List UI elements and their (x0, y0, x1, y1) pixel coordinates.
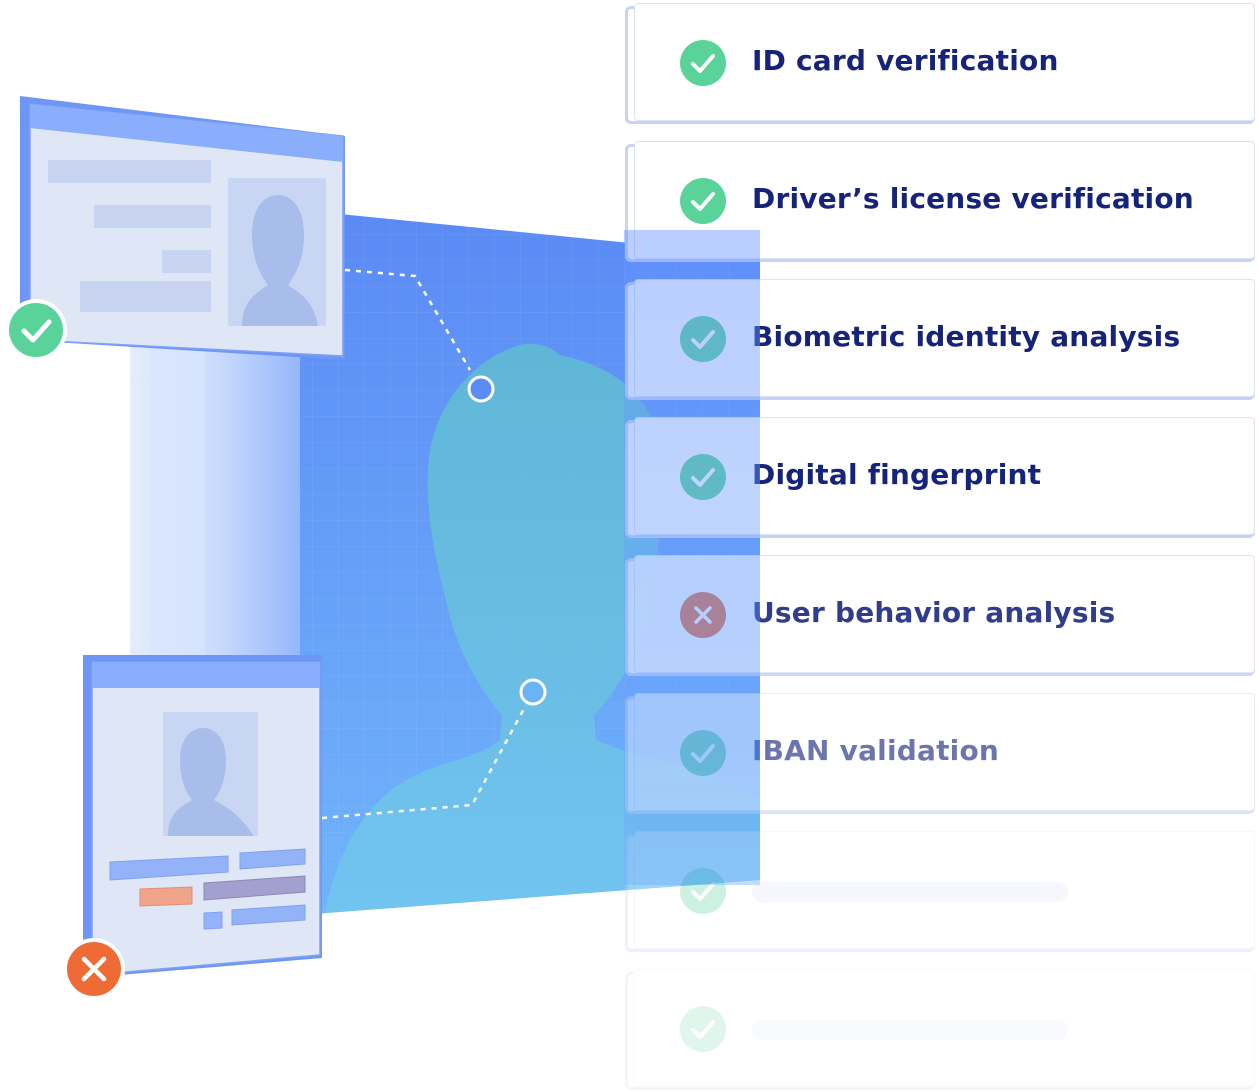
checklist-item: IBAN validation (625, 693, 1255, 814)
body-marker (519, 678, 547, 706)
placeholder-bar (752, 1020, 1068, 1040)
checklist-card: Driver’s license verification (634, 141, 1255, 259)
checklist-card (634, 969, 1255, 1087)
checklist-item: Biometric identity analysis (625, 279, 1255, 400)
document-photo-person (168, 728, 254, 836)
document-cross-badge (63, 938, 125, 1000)
checklist-card: Biometric identity analysis (634, 279, 1255, 397)
id-card-check-badge (5, 299, 67, 361)
check-icon (680, 40, 726, 86)
checklist-card: User behavior analysis (634, 555, 1255, 673)
checklist-item: ID card verification (625, 3, 1255, 124)
face-marker (467, 375, 495, 403)
document-card (83, 655, 322, 978)
placeholder-bar (752, 882, 1068, 902)
id-card (20, 96, 345, 360)
checklist-item-label: IBAN validation (752, 734, 1000, 767)
checklist-item-label: Driver’s license verification (752, 182, 1194, 215)
check-icon (680, 316, 726, 362)
checklist-item: Driver’s license verification (625, 141, 1255, 262)
id-photo-person (242, 195, 318, 326)
checklist-item-label: ID card verification (752, 44, 1059, 77)
checklist-item (625, 969, 1255, 1090)
check-icon (680, 1006, 726, 1052)
checklist-item: Digital fingerprint (625, 417, 1255, 538)
checklist-card: IBAN validation (634, 693, 1255, 811)
checklist-card: ID card verification (634, 3, 1255, 121)
checklist-item: User behavior analysis (625, 555, 1255, 676)
checklist-item-label: Biometric identity analysis (752, 320, 1181, 353)
checklist-card-frame (625, 972, 1255, 1090)
checklist-card: Digital fingerprint (634, 417, 1255, 535)
checklist-card-frame (625, 834, 1255, 952)
check-icon (680, 454, 726, 500)
check-icon (680, 868, 726, 914)
checklist-card (634, 831, 1255, 949)
cross-icon (680, 592, 726, 638)
checklist-item (625, 831, 1255, 952)
checklist-item-label: User behavior analysis (752, 596, 1116, 629)
check-icon (680, 178, 726, 224)
check-icon (680, 730, 726, 776)
checklist-item-label: Digital fingerprint (752, 458, 1042, 491)
